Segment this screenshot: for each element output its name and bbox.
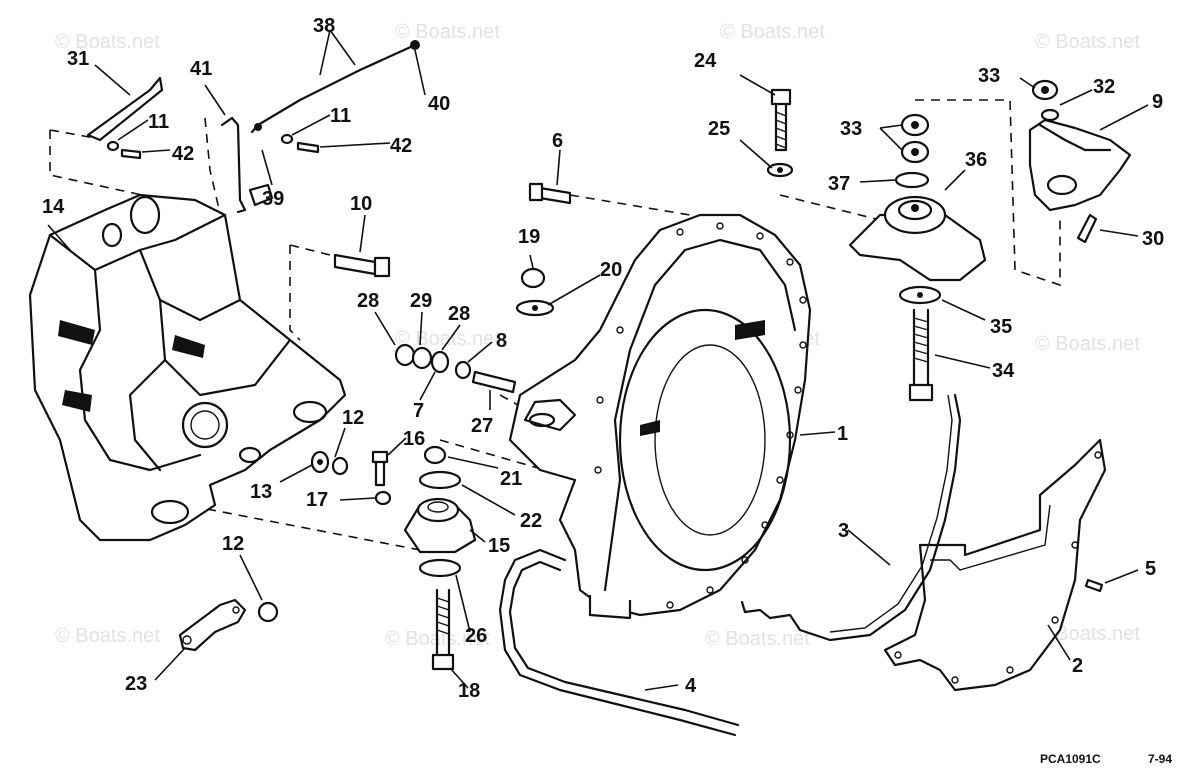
screw-30: [1076, 213, 1098, 244]
callout-21: 21: [500, 468, 522, 490]
nut-12a: [331, 456, 349, 476]
callout-42a: 42: [172, 143, 194, 165]
callout-8: 8: [496, 330, 507, 352]
callout-12b: 12: [222, 533, 244, 555]
mount-bracket: [1028, 118, 1132, 212]
alignment-lines: [49, 99, 1061, 551]
nut-33a: [900, 113, 930, 137]
callout-23: 23: [125, 673, 147, 695]
callout-19: 19: [518, 226, 540, 248]
callout-39: 39: [262, 188, 284, 210]
screw-42-a: [120, 148, 142, 160]
engine-mount-right: [848, 195, 987, 282]
stud-27: [471, 370, 517, 394]
engine-mount-bottom: [403, 497, 477, 554]
callout-36: 36: [965, 149, 987, 171]
bolt-24: [770, 88, 792, 152]
callout-11a: 11: [148, 111, 169, 133]
bracket-41: [220, 116, 247, 214]
watermark: © Boats.net: [55, 31, 160, 53]
callout-35: 35: [990, 316, 1012, 338]
bolt-holes: [594, 222, 807, 609]
nut-21: [423, 445, 447, 465]
callout-7: 7: [413, 400, 424, 422]
nut-19: [520, 267, 546, 289]
bracket-23: [178, 598, 247, 652]
clip-39: [248, 183, 274, 207]
watermark: © Boats.net: [1035, 333, 1140, 355]
bolt-18: [431, 588, 455, 671]
callout-1: 1: [837, 423, 848, 445]
callout-40: 40: [428, 93, 450, 115]
callout-15: 15: [488, 535, 510, 557]
callout-labels: 1 2 3 4 5 6 7 8 9 10 11 11 12 12 13 14 1…: [42, 15, 1164, 702]
callout-5: 5: [1145, 558, 1156, 580]
callout-29: 29: [410, 290, 432, 312]
callout-9: 9: [1152, 91, 1163, 113]
callout-32: 32: [1093, 76, 1115, 98]
callout-34: 34: [992, 360, 1015, 382]
callout-18: 18: [458, 680, 480, 702]
bracket-31: [86, 76, 164, 142]
callout-37: 37: [828, 173, 850, 195]
callout-13: 13: [250, 481, 272, 503]
screw-16: [371, 450, 389, 487]
leader-lines: [47, 29, 1149, 691]
callout-20: 20: [600, 259, 622, 281]
washers-nuts: [106, 79, 1060, 623]
callout-2: 2: [1072, 655, 1083, 677]
watermark: © Boats.net: [1035, 31, 1140, 53]
callout-24: 24: [694, 50, 717, 72]
callout-41: 41: [190, 58, 212, 80]
callout-31: 31: [67, 48, 89, 70]
drawing-reference: PCA1091C 7-94: [1040, 752, 1172, 766]
callout-38: 38: [313, 15, 335, 37]
callout-22: 22: [520, 510, 542, 532]
nut-33b: [900, 140, 930, 164]
callout-28a: 28: [357, 290, 379, 312]
callout-4: 4: [685, 675, 697, 697]
callout-27: 27: [471, 415, 493, 437]
bolt-6: [528, 182, 572, 205]
callout-10: 10: [350, 193, 372, 215]
watermark: © Boats.net: [720, 21, 825, 43]
bolt-34: [908, 308, 934, 402]
callout-42b: 42: [390, 135, 412, 157]
callout-12a: 12: [342, 407, 364, 429]
ground-strap: [250, 40, 420, 134]
callout-6: 6: [552, 130, 563, 152]
hose: [498, 548, 740, 737]
nut-33c: [1031, 79, 1059, 101]
gasket: [740, 393, 962, 642]
callout-26: 26: [465, 625, 487, 647]
watermark: © Boats.net: [705, 628, 810, 650]
watermark: © Boats.net: [395, 21, 500, 43]
callout-11b: 11: [330, 105, 351, 127]
callout-3: 3: [838, 520, 849, 542]
transom-bracket: [28, 193, 347, 542]
screw-42-b: [296, 141, 320, 154]
bolt-10: [333, 253, 391, 278]
callout-25: 25: [708, 118, 730, 140]
fasteners: [120, 88, 1104, 671]
callout-17: 17: [306, 489, 328, 511]
flywheel-housing: [508, 213, 812, 620]
callout-33b: 33: [840, 118, 862, 140]
cover-plate: [883, 438, 1107, 692]
callout-28b: 28: [448, 303, 470, 325]
drawing-code: PCA1091C: [1040, 752, 1101, 766]
callout-14: 14: [42, 196, 65, 218]
callout-30: 30: [1142, 228, 1164, 250]
watermark: © Boats.net: [55, 625, 160, 647]
screw-5: [1084, 578, 1104, 593]
drawing-date: 7-94: [1148, 752, 1172, 766]
callout-33a: 33: [978, 65, 1000, 87]
nut-12b: [257, 601, 279, 623]
callout-16: 16: [403, 428, 425, 450]
